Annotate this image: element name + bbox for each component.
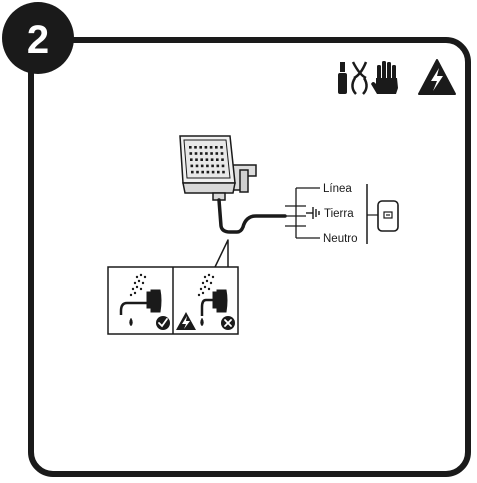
led-dot [205,152,208,155]
electric-hazard-icon [176,312,196,330]
cross-icon [221,316,235,330]
lamp-correct-icon [119,289,162,327]
led-array [189,146,225,174]
led-dot [215,146,218,149]
check-icon [156,316,170,330]
wire-label-neutral: Neutro [323,233,358,245]
step-frame [28,37,471,477]
led-dot [216,164,220,168]
terminal-block [285,187,320,239]
led-dot [195,158,198,161]
led-dot [199,152,203,155]
led-dot [210,152,213,155]
led-dot [189,146,192,149]
wire-label-line: Línea [323,183,352,195]
led-dot [200,158,203,161]
wall-switch-icon [377,200,399,232]
step-number: 2 [27,18,49,62]
led-dot [211,170,215,174]
led-dot [190,158,193,161]
led-dot [206,170,210,174]
led-dot [221,158,224,161]
led-dot [217,170,220,174]
glove-icon [371,61,398,94]
earth-symbol [306,207,320,219]
led-dot [211,164,214,168]
screwdriver-icon [338,62,347,94]
power-cable [217,198,287,234]
led-dot [209,146,213,149]
floodlight-lamp [179,135,257,201]
wire-label-earth: Tierra [324,208,354,220]
led-dot [206,164,209,168]
led-dot [190,164,194,168]
led-dot [189,152,193,155]
led-dot [222,170,225,174]
rain-drops-icon [129,273,147,297]
led-dot [205,158,209,161]
led-dot [201,170,204,174]
led-dot [191,170,194,174]
led-dot [216,158,219,161]
lamp-incorrect-icon [200,289,228,327]
led-dot [221,164,225,168]
led-dot [194,152,198,155]
led-dot [204,146,208,149]
step-badge: 2 [2,2,74,74]
led-dot [220,146,223,149]
led-dot [194,146,197,149]
callout-pointer [214,239,229,268]
pliers-icon [351,61,368,95]
led-dot [215,152,219,155]
led-dot [220,152,224,155]
led-dot [210,158,214,161]
led-dot [195,164,199,168]
led-dot [199,146,202,149]
led-dot [196,170,199,174]
led-dot [200,164,204,168]
electric-hazard-icon [418,59,456,95]
rain-drops-icon [197,273,215,297]
